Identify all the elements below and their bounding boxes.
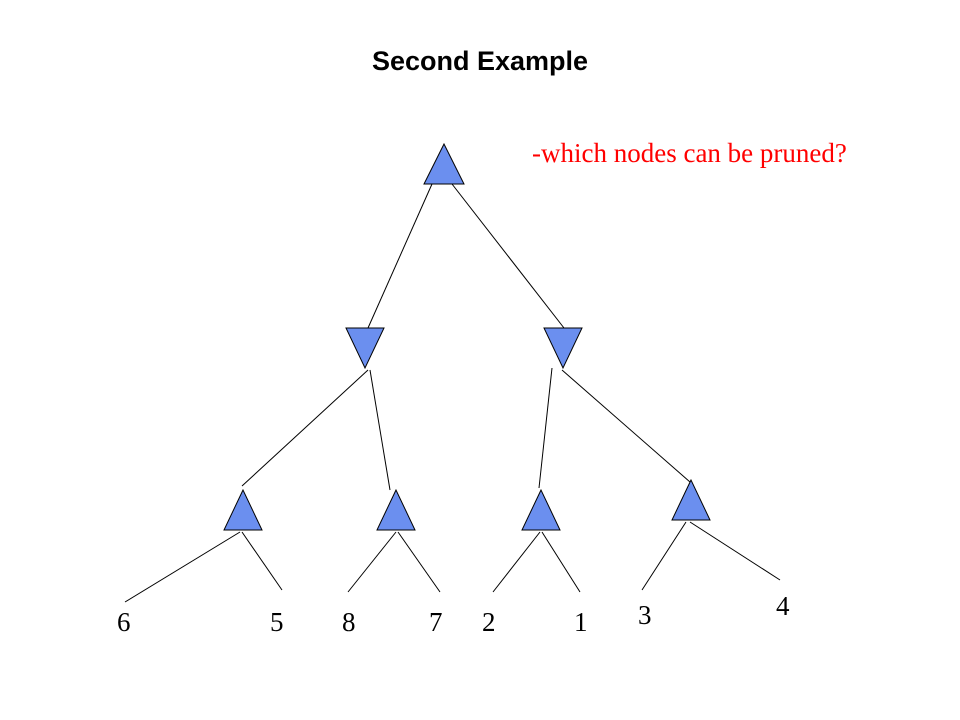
max-node-4 <box>671 478 711 521</box>
pruning-question: -which nodes can be pruned? <box>532 138 847 168</box>
edge-max-4-leaf-3 <box>641 521 687 591</box>
leaf-value: 3 <box>638 600 652 630</box>
edge-max-3-leaf-2 <box>492 531 541 593</box>
leaf-value: 6 <box>117 607 131 637</box>
slide-title: Second Example <box>371 46 589 76</box>
edge-max-4-leaf-4 <box>689 521 781 581</box>
edge-min-left-max-2 <box>369 369 391 491</box>
edge-min-right-max-3 <box>538 367 553 489</box>
max-node-1 <box>223 488 263 531</box>
max-node-2 <box>376 488 416 531</box>
edge-root-min-right <box>451 183 565 329</box>
min-node-left <box>345 327 385 370</box>
edge-max-1-leaf-6 <box>124 531 241 603</box>
leaf-value: 1 <box>574 607 588 637</box>
edge-min-left-max-1 <box>241 369 369 487</box>
edge-max-3-leaf-1 <box>541 531 581 593</box>
edge-min-right-max-4 <box>561 369 691 483</box>
leaf-value: 4 <box>776 591 790 621</box>
edge-max-2-leaf-7 <box>397 531 441 593</box>
edge-max-2-leaf-8 <box>347 531 397 593</box>
edge-root-min-left <box>367 183 433 329</box>
leaf-value: 8 <box>342 607 356 637</box>
leaf-value: 7 <box>429 607 443 637</box>
leaf-value: 2 <box>482 607 496 637</box>
min-node-right <box>543 327 583 370</box>
edge-max-1-leaf-5 <box>241 531 283 591</box>
root-max-node <box>423 142 465 185</box>
max-node-3 <box>521 488 561 531</box>
leaf-value: 5 <box>270 607 284 637</box>
